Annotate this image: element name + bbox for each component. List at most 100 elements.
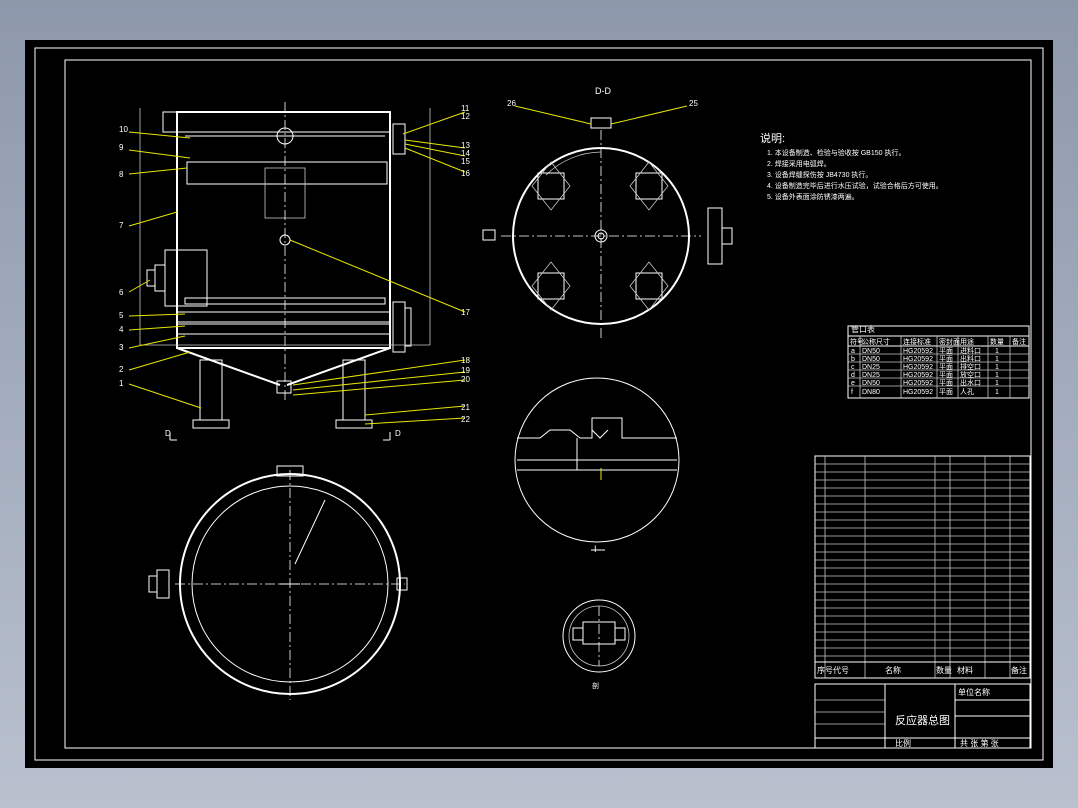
part-label: 18	[461, 356, 470, 365]
part-label: 26	[507, 99, 516, 108]
nozzle-cell: HG20592	[903, 389, 933, 396]
nozzle-cell: 1	[995, 364, 999, 371]
part-label: 8	[119, 170, 124, 179]
part-label: 11	[461, 104, 470, 113]
part-label: 6	[119, 288, 124, 297]
nozzle-cell: 1	[995, 348, 999, 355]
scale-label: 比例	[895, 738, 911, 748]
note-line: 5. 设备外表面涂防锈漆两遍。	[767, 192, 859, 201]
nozzle-header: 密封面	[939, 337, 960, 346]
nozzle-cell: DN25	[862, 372, 880, 379]
note-line: 4. 设备制造完毕后进行水压试验，试验合格后方可使用。	[767, 181, 943, 190]
bom-header: 数量	[936, 665, 952, 675]
part-label: 9	[119, 143, 124, 152]
part-label: 5	[119, 311, 124, 320]
note-line: 3. 设备焊缝探伤按 JB4730 执行。	[767, 170, 872, 179]
nozzle-cell: b	[851, 356, 855, 363]
parts-list: 序号 代号 名称 数量 材料 备注	[814, 455, 1031, 679]
nozzle-cell: DN80	[862, 389, 880, 396]
nozzle-cell: d	[851, 372, 855, 379]
nozzle-cell: HG20592	[903, 372, 933, 379]
part-label: 22	[461, 415, 470, 424]
unit-label: 单位名称	[958, 687, 990, 697]
nozzle-cell: c	[851, 364, 855, 371]
part-label: 15	[461, 157, 470, 166]
nozzle-header: 公称尺寸	[862, 337, 890, 346]
nozzle-cell: HG20592	[903, 364, 933, 371]
part-label: 10	[119, 125, 128, 134]
nozzle-header: 连接标准	[903, 337, 931, 346]
nozzle-cell: DN25	[862, 364, 880, 371]
section-view-dd	[482, 105, 733, 340]
detail-view-2	[562, 599, 636, 673]
detail-view-i	[514, 377, 680, 551]
nozzle-cell: 平面	[939, 388, 953, 396]
detail2-label: 剖	[592, 681, 599, 690]
note-line: 2. 焊接采用电弧焊。	[767, 159, 831, 168]
part-label: 13	[461, 141, 470, 150]
nozzle-rows: a DN50 HG20592 平面 进料口 1 b DN50 HG20592 平…	[851, 346, 999, 396]
part-label: 21	[461, 403, 470, 412]
cad-drawing: 10 9 8 7 6 5 4 3 2 1 11 12 13 14 15 16 1…	[34, 47, 1044, 761]
nozzle-table-title: 管口表	[851, 324, 875, 334]
nozzle-cell: a	[851, 348, 855, 355]
nozzle-cell: 1	[995, 356, 999, 363]
part-label: 16	[461, 169, 470, 178]
bom-header: 序号	[817, 665, 833, 675]
notes-heading: 说明:	[760, 131, 785, 145]
nozzle-cell: 平面	[939, 363, 953, 371]
part-label: 17	[461, 308, 470, 317]
nozzle-cell: 出水口	[960, 378, 981, 387]
nozzle-cell: DN50	[862, 356, 880, 363]
section-marker-left: D	[165, 429, 171, 438]
nozzle-cell: 进料口	[960, 346, 981, 355]
bom-header: 代号	[833, 665, 849, 675]
nozzle-cell: HG20592	[903, 356, 933, 363]
bom-header: 材料	[957, 665, 973, 675]
nozzle-cell: DN50	[862, 380, 880, 387]
nozzle-cell: HG20592	[903, 380, 933, 387]
inner-frame	[64, 59, 1032, 749]
bom-header: 名称	[885, 665, 901, 675]
section-marker-right: D	[395, 429, 401, 438]
technical-notes: 说明: 1. 本设备制造、检验与验收按 GB150 执行。 2. 焊接采用电弧焊…	[760, 131, 943, 201]
sheet-label: 共 张 第 张	[960, 738, 999, 748]
nozzle-cell: 放空口	[960, 370, 981, 379]
part-label: 2	[119, 365, 124, 374]
nozzle-cell: 平面	[939, 355, 953, 363]
nozzle-table: 管口表 符号 公称尺寸 连接标准 密封面 用途 数量 备注 a DN50 HG2…	[847, 324, 1030, 399]
part-label: 1	[119, 379, 124, 388]
detail-label: I	[594, 544, 597, 554]
nozzle-cell: 平面	[939, 379, 953, 387]
part-label: 12	[461, 112, 470, 121]
part-label: 7	[119, 221, 124, 230]
nozzle-cell: 平面	[939, 347, 953, 355]
part-number-labels-left: 10 9 8 7 6 5 4 3 2 1	[119, 125, 128, 388]
nozzle-header: 用途	[960, 337, 974, 346]
nozzle-cell: f	[851, 389, 853, 396]
title-block: 单位名称 反应器总图 比例 共 张 第 张	[814, 683, 1031, 749]
part-label: 14	[461, 149, 470, 158]
section-view-label: D-D	[595, 86, 611, 96]
part-label: 4	[119, 325, 124, 334]
nozzle-header: 符号	[850, 337, 864, 346]
drawing-sheet: 10 9 8 7 6 5 4 3 2 1 11 12 13 14 15 16 1…	[25, 40, 1053, 768]
nozzle-cell: 排空口	[960, 362, 981, 371]
nozzle-cell: 人孔	[960, 388, 974, 396]
part-label: 19	[461, 366, 470, 375]
nozzle-cell: 出料口	[960, 354, 981, 363]
nozzle-cell: 平面	[939, 371, 953, 379]
outer-frame	[34, 47, 1044, 761]
nozzle-header: 备注	[1012, 337, 1026, 346]
drawing-title: 反应器总图	[895, 713, 950, 727]
part-label: 20	[461, 375, 470, 384]
nozzle-cell: 1	[995, 372, 999, 379]
nozzle-cell: 1	[995, 389, 999, 396]
plan-view	[148, 465, 408, 700]
front-elevation	[128, 102, 466, 441]
nozzle-cell: 1	[995, 380, 999, 387]
part-number-labels-right: 11 12 13 14 15 16 17 18 19 20 21 22	[461, 104, 470, 424]
nozzle-cell: DN50	[862, 348, 880, 355]
nozzle-header: 数量	[990, 337, 1004, 346]
nozzle-cell: e	[851, 380, 855, 387]
